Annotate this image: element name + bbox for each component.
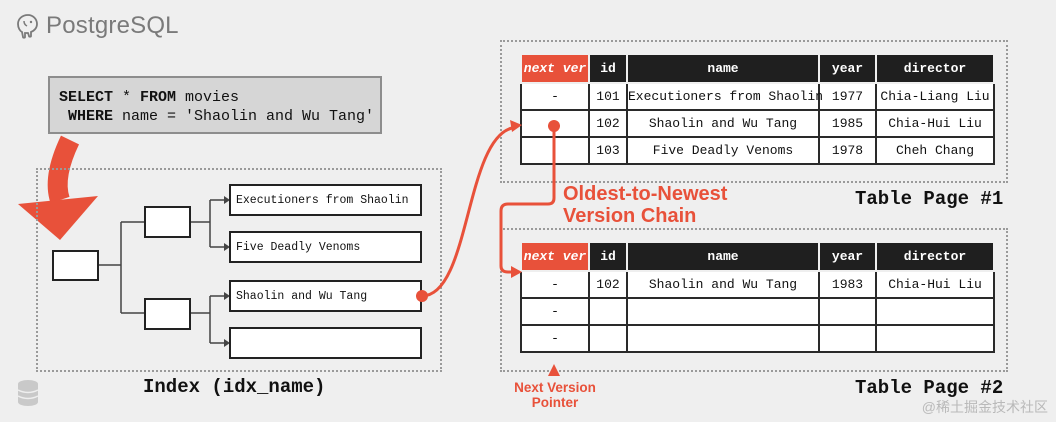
- header-next-ver: next ver: [520, 241, 590, 272]
- table-page-1: next ver id name year director - 101 Exe…: [520, 53, 995, 165]
- version-chain-label: Oldest-to-Newest Version Chain: [563, 183, 727, 227]
- cell-director: Chia-Hui Liu: [875, 109, 995, 138]
- sql-keyword-where: WHERE: [68, 108, 114, 125]
- table-page-2-container: [500, 228, 1008, 372]
- cell-next-ver: -: [520, 297, 590, 326]
- sql-text: *: [113, 89, 141, 106]
- cell-director: [875, 324, 995, 353]
- index-inner-node: [144, 298, 191, 330]
- sql-text: movies: [176, 89, 240, 106]
- index-leaf: [229, 327, 422, 359]
- header-director: director: [875, 241, 995, 272]
- cell-next-ver: -: [520, 270, 590, 299]
- cell-year: 1978: [818, 136, 877, 165]
- table-page-1-container: [500, 40, 1008, 183]
- header-next-ver: next ver: [520, 53, 590, 84]
- cell-name: Shaolin and Wu Tang: [626, 270, 820, 299]
- cell-name: Shaolin and Wu Tang: [626, 109, 820, 138]
- index-root-node: [52, 250, 99, 281]
- chain-label-line-2: Version Chain: [563, 205, 697, 227]
- cell-director: Chia-Hui Liu: [875, 270, 995, 299]
- cell-name: [626, 324, 820, 353]
- table-header-row: next ver id name year director: [520, 241, 995, 272]
- arrowhead-icon: [510, 120, 522, 132]
- table-row: 102 Shaolin and Wu Tang 1985 Chia-Hui Li…: [520, 109, 995, 138]
- index-leaf: Executioners from Shaolin: [229, 184, 422, 216]
- table-header-row: next ver id name year director: [520, 53, 995, 84]
- cell-year: [818, 297, 877, 326]
- cell-next-ver: -: [520, 324, 590, 353]
- table-row: -: [520, 324, 995, 353]
- next-version-pointer-label: Next Version Pointer: [495, 380, 615, 410]
- cell-name: Five Deadly Venoms: [626, 136, 820, 165]
- cell-year: 1977: [818, 82, 877, 111]
- sql-query-box: SELECT * FROM movies WHERE name = 'Shaol…: [48, 76, 382, 134]
- table-row: - 101 Executioners from Shaolin 1977 Chi…: [520, 82, 995, 111]
- cell-name: Executioners from Shaolin: [626, 82, 823, 111]
- table-row: -: [520, 297, 995, 326]
- database-icon: [17, 380, 39, 406]
- table-page-2: next ver id name year director - 102 Sha…: [520, 241, 995, 353]
- chain-label-line-1: Oldest-to-Newest: [563, 183, 728, 205]
- header-id: id: [588, 241, 628, 272]
- header-year: year: [818, 53, 877, 84]
- pointer-triangle-icon: [548, 364, 560, 376]
- header-name: name: [626, 241, 820, 272]
- sql-text: name = 'Shaolin and Wu Tang': [113, 108, 375, 125]
- index-pointer-dot: [416, 290, 428, 302]
- cell-id: 102: [588, 270, 628, 299]
- watermark: @稀土掘金技术社区: [921, 399, 1048, 415]
- logo-text: PostgreSQL: [46, 12, 179, 39]
- sql-line-1: SELECT * FROM movies: [59, 88, 380, 107]
- cell-director: Chia-Liang Liu: [875, 82, 995, 111]
- index-leaf: Shaolin and Wu Tang: [229, 280, 422, 312]
- cell-year: 1985: [818, 109, 877, 138]
- cell-id: [588, 297, 628, 326]
- header-director: director: [875, 53, 995, 84]
- elephant-icon: [17, 14, 38, 39]
- cell-next-ver: -: [520, 82, 590, 111]
- table-row: - 102 Shaolin and Wu Tang 1983 Chia-Hui …: [520, 270, 995, 299]
- cell-id: [588, 324, 628, 353]
- cell-id: 101: [588, 82, 628, 111]
- index-pointer-arrow: [421, 126, 513, 298]
- index-caption: Index (idx_name): [143, 376, 326, 398]
- cell-id: 102: [588, 109, 628, 138]
- cell-director: [875, 297, 995, 326]
- arrowhead-icon: [511, 266, 522, 278]
- cell-year: 1983: [818, 270, 877, 299]
- header-name: name: [626, 53, 820, 84]
- pointer-label-line-1: Next Version: [514, 380, 596, 395]
- cell-director: Cheh Chang: [875, 136, 995, 165]
- table-page-1-caption: Table Page #1: [855, 188, 1004, 210]
- header-year: year: [818, 241, 877, 272]
- sql-keyword-from: FROM: [140, 89, 177, 106]
- index-leaf: Five Deadly Venoms: [229, 231, 422, 263]
- cell-year: [818, 324, 877, 353]
- index-container: [36, 168, 442, 372]
- header-id: id: [588, 53, 628, 84]
- sql-keyword-select: SELECT: [59, 89, 114, 106]
- index-inner-node: [144, 206, 191, 238]
- cell-id: 103: [588, 136, 628, 165]
- cell-name: [626, 297, 820, 326]
- table-page-2-caption: Table Page #2: [855, 377, 1004, 399]
- version-chain-arrow: [499, 126, 556, 274]
- postgresql-logo: PostgreSQL: [14, 12, 179, 40]
- sql-line-2: WHERE name = 'Shaolin and Wu Tang': [59, 107, 380, 126]
- version-chain-dot: [548, 120, 560, 132]
- pointer-label-line-2: Pointer: [531, 395, 579, 410]
